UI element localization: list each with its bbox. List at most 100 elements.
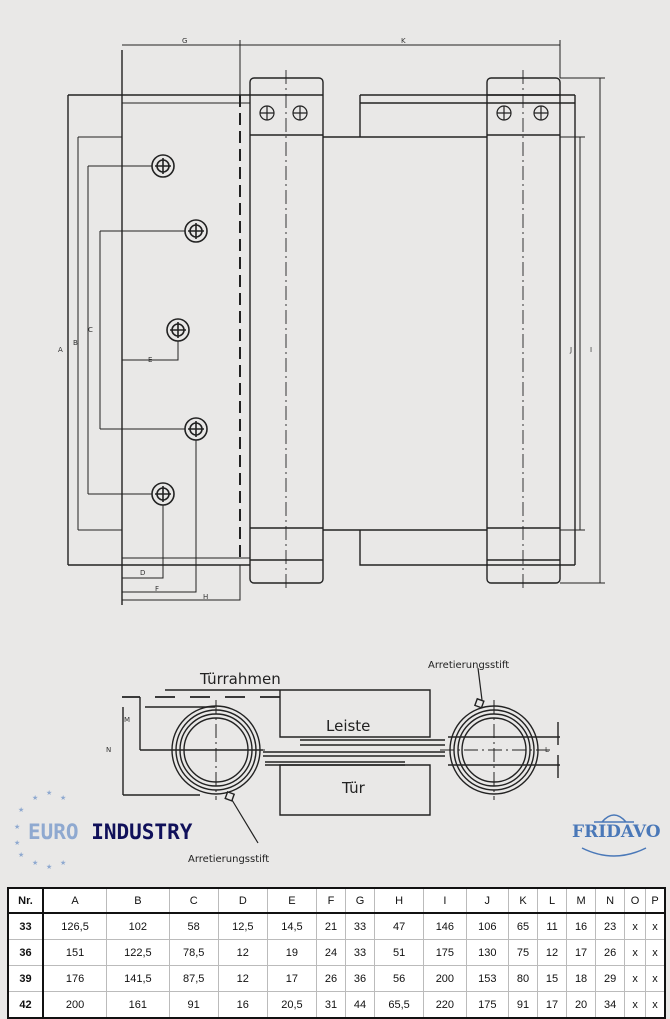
table-cell: 122,5 — [106, 939, 170, 966]
dim-label-D: D — [140, 569, 145, 577]
column-header-nr: Nr. — [7, 887, 44, 914]
svg-text:★: ★ — [14, 823, 20, 831]
table-cell: 11 — [537, 912, 568, 940]
row-number-cell: 39 — [7, 965, 44, 992]
column-header-b: B — [106, 887, 170, 914]
table-cell: x — [624, 912, 647, 940]
table-cell: 33 — [345, 939, 376, 966]
column-header-p: P — [645, 887, 666, 914]
column-header-k: K — [507, 887, 539, 914]
table-cell: 126,5 — [42, 912, 108, 940]
table-cell: x — [645, 912, 666, 940]
row-number-cell: 42 — [7, 991, 44, 1019]
column-header-n: N — [595, 887, 626, 914]
table-cell: x — [645, 939, 666, 966]
svg-text:★: ★ — [18, 806, 24, 814]
table-cell: 161 — [106, 991, 170, 1019]
table-cell: 151 — [42, 939, 108, 966]
table-cell: 75 — [507, 939, 539, 966]
table-cell: 18 — [566, 965, 597, 992]
table-cell: 15 — [537, 965, 568, 992]
table-cell: 56 — [374, 965, 425, 992]
dim-label-G: G — [182, 37, 187, 45]
svg-text:★: ★ — [18, 851, 24, 859]
table-cell: 220 — [423, 991, 467, 1019]
column-header-d: D — [217, 887, 268, 914]
dim-label-E: E — [148, 356, 152, 364]
hinge-technical-drawing: A B C D E F G H I J K L M N Türrahmen Le… — [58, 37, 605, 865]
table-cell: 20 — [566, 991, 597, 1019]
table-cell: 153 — [465, 965, 509, 992]
table-cell: 31 — [315, 991, 347, 1019]
table-cell: 141,5 — [106, 965, 170, 992]
dim-label-J: J — [569, 346, 572, 354]
euro-industry-logo: ★★★ ★★★ ★★★★ EURO INDUSTRY — [10, 785, 200, 875]
table-cell: 17 — [566, 939, 597, 966]
table-cell: 65 — [507, 912, 539, 940]
label-locking-pin-top: Arretierungsstift — [428, 660, 509, 671]
table-cell: 175 — [423, 939, 467, 966]
logo-euro-text: EURO — [28, 820, 79, 844]
table-cell: 175 — [465, 991, 509, 1019]
table-cell: x — [624, 991, 647, 1019]
table-cell: 80 — [507, 965, 539, 992]
column-header-a: A — [42, 887, 108, 914]
svg-text:★: ★ — [32, 859, 38, 867]
column-header-g: G — [345, 887, 376, 914]
svg-text:★: ★ — [46, 789, 52, 797]
table-cell: 26 — [315, 965, 347, 992]
table-cell: 24 — [315, 939, 347, 966]
fridavo-logo-text: FRIDAVO — [572, 822, 661, 842]
column-header-i: I — [423, 887, 467, 914]
table-cell: 29 — [595, 965, 626, 992]
table-cell: 51 — [374, 939, 425, 966]
row-number-cell: 36 — [7, 939, 44, 966]
dim-label-M: M — [124, 716, 130, 724]
table-cell: 36 — [345, 965, 376, 992]
column-header-j: J — [465, 887, 509, 914]
table-cell: 44 — [345, 991, 376, 1019]
dim-label-F: F — [155, 585, 159, 593]
fridavo-logo: FRIDAVO — [572, 808, 661, 862]
column-header-l: L — [537, 887, 568, 914]
table-cell: 12 — [217, 939, 268, 966]
column-header-f: F — [315, 887, 347, 914]
table-cell: 23 — [595, 912, 626, 940]
table-cell: 58 — [168, 912, 219, 940]
label-door: Tür — [341, 779, 366, 797]
table-cell: 21 — [315, 912, 347, 940]
table-cell: 17 — [537, 991, 568, 1019]
table-cell: 87,5 — [168, 965, 219, 992]
table-cell: 176 — [42, 965, 108, 992]
table-cell: 16 — [566, 912, 597, 940]
dim-label-I: I — [590, 346, 592, 354]
table-cell: 16 — [217, 991, 268, 1019]
table-cell: x — [645, 965, 666, 992]
svg-text:★: ★ — [14, 839, 20, 847]
column-header-o: O — [624, 887, 647, 914]
table-cell: 106 — [465, 912, 509, 940]
dim-label-B: B — [73, 339, 78, 347]
column-header-m: M — [566, 887, 597, 914]
column-header-c: C — [168, 887, 219, 914]
table-cell: 78,5 — [168, 939, 219, 966]
table-cell: 91 — [507, 991, 539, 1019]
fridavo-emblem-icon — [581, 814, 647, 857]
label-locking-pin-bottom: Arretierungsstift — [188, 854, 269, 865]
table-cell: 12 — [537, 939, 568, 966]
table-cell: 12,5 — [217, 912, 268, 940]
table-cell: 102 — [106, 912, 170, 940]
dim-label-H: H — [203, 593, 208, 601]
svg-text:★: ★ — [46, 863, 52, 871]
table-cell: x — [645, 991, 666, 1019]
svg-text:★: ★ — [60, 794, 66, 802]
dim-label-N: N — [106, 746, 111, 754]
star-circle-icon: ★★★ ★★★ ★★★★ — [14, 789, 66, 871]
table-cell: 200 — [42, 991, 108, 1019]
